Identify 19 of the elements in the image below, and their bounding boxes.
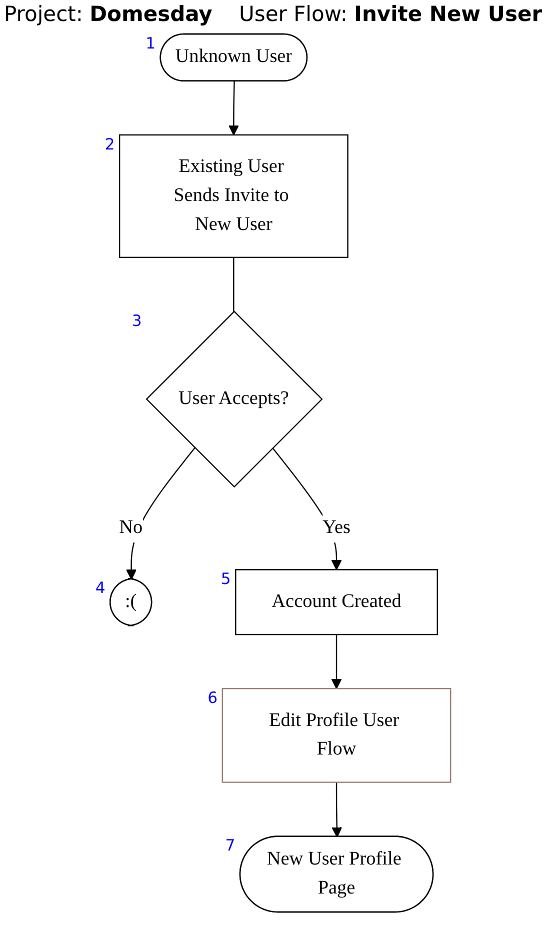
callout-number: 3 [132, 312, 142, 330]
arrow [331, 634, 342, 690]
callout-number: 7 [225, 836, 236, 855]
arrow [228, 81, 239, 136]
edge-label: No [119, 517, 143, 538]
callout-number: 2 [104, 135, 115, 154]
callout-number: 4 [95, 579, 106, 598]
edge-label: Yes [322, 517, 350, 538]
callout-number: 5 [220, 570, 231, 588]
callout-number: 1 [146, 34, 156, 52]
node-box [235, 569, 438, 636]
connector [233, 257, 234, 312]
node-box [118, 134, 348, 258]
node-diamond [146, 310, 323, 488]
callout-number: 6 [208, 689, 218, 707]
arrow [332, 782, 342, 838]
flowchart-drawing: No Yes Unknown User Existing User Sends Invite to New User User Accepts? :( Account Created Edit Profile User Flow New User Profile Page 1 2 3 4 5 6 7 [0, 28, 546, 918]
node-box [222, 688, 452, 783]
diagram-title: Project: Domesday User Flow: Invite New User [3, 1, 544, 28]
